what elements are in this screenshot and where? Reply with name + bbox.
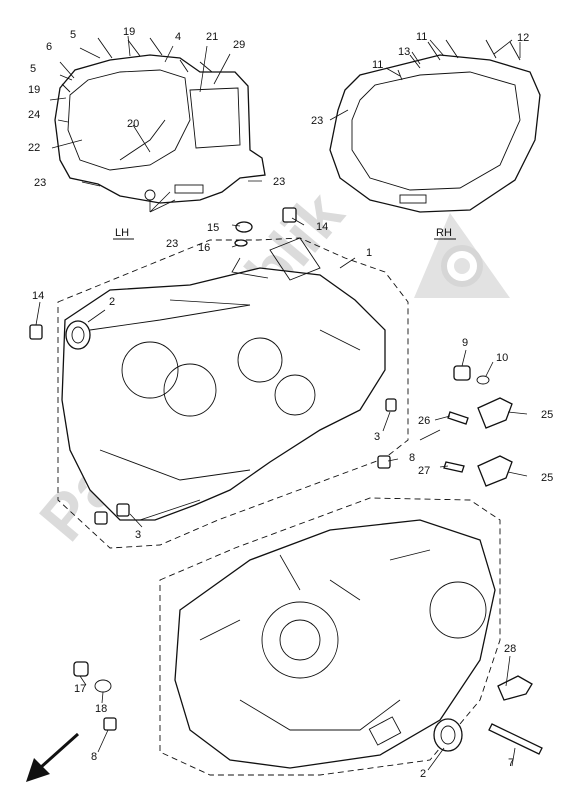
- callout-c-28: 28: [504, 643, 516, 655]
- callout-c-15: 15: [207, 222, 219, 234]
- callout-c-7: 7: [508, 757, 514, 769]
- callout-c-25-a: 25: [541, 409, 553, 421]
- callout-c-8-b: 8: [91, 751, 97, 763]
- callout-c-25-b: 25: [541, 472, 553, 484]
- callout-c-19-top: 19: [123, 26, 135, 38]
- callout-c-23-l3: 23: [273, 176, 285, 188]
- callout-c-11-a: 11: [416, 31, 427, 43]
- callout-c-22: 22: [28, 142, 40, 154]
- callout-c-17: 17: [74, 683, 86, 695]
- callout-c-10: 10: [496, 352, 508, 364]
- callout-c-8-a: 8: [409, 452, 415, 464]
- callout-c-9: 9: [462, 337, 468, 349]
- callout-c-18: 18: [95, 703, 107, 715]
- callout-c-2-b: 2: [420, 768, 426, 780]
- callout-c-21: 21: [206, 31, 218, 43]
- callout-c-12: 12: [517, 32, 529, 44]
- callout-c-23-l2: 23: [166, 238, 178, 250]
- callout-c-3-b: 3: [135, 529, 141, 541]
- callout-c-29: 29: [233, 39, 245, 51]
- lh-crankcase-gasket: LH: [49, 35, 266, 240]
- callout-c-24: 24: [28, 109, 40, 121]
- callout-c-5-a: 5: [70, 29, 76, 41]
- callout-c-14-a: 14: [316, 221, 328, 233]
- callout-c-23-l1: 23: [34, 177, 46, 189]
- gear-icon: [414, 213, 510, 298]
- callout-label: LH: [115, 227, 129, 239]
- callout-label: RH: [436, 227, 452, 239]
- callout-c-16: 16: [198, 242, 210, 254]
- callout-c-6: 6: [46, 41, 52, 53]
- callout-c-4: 4: [175, 31, 181, 43]
- lower-crankcase: [159, 497, 501, 776]
- upper-crankcase: [57, 237, 409, 549]
- callout-c-14-b: 14: [32, 290, 44, 302]
- arrow-icon: [26, 732, 80, 782]
- callout-c-19-b: 19: [28, 84, 40, 96]
- callout-c-3-a: 3: [374, 431, 380, 443]
- callout-c-5-b: 5: [30, 63, 36, 75]
- callout-c-1: 1: [366, 247, 372, 259]
- callout-c-13: 13: [398, 46, 410, 58]
- callout-c-26: 26: [418, 415, 430, 427]
- callout-c-2-a: 2: [109, 296, 115, 308]
- callout-c-20: 20: [127, 118, 139, 130]
- rh-crankcase-gasket: RH: [329, 39, 541, 240]
- callout-c-23-r: 23: [311, 115, 323, 127]
- callout-c-27: 27: [418, 465, 430, 477]
- callout-c-11-b: 11: [372, 59, 383, 71]
- leader-lines: [35, 217, 528, 771]
